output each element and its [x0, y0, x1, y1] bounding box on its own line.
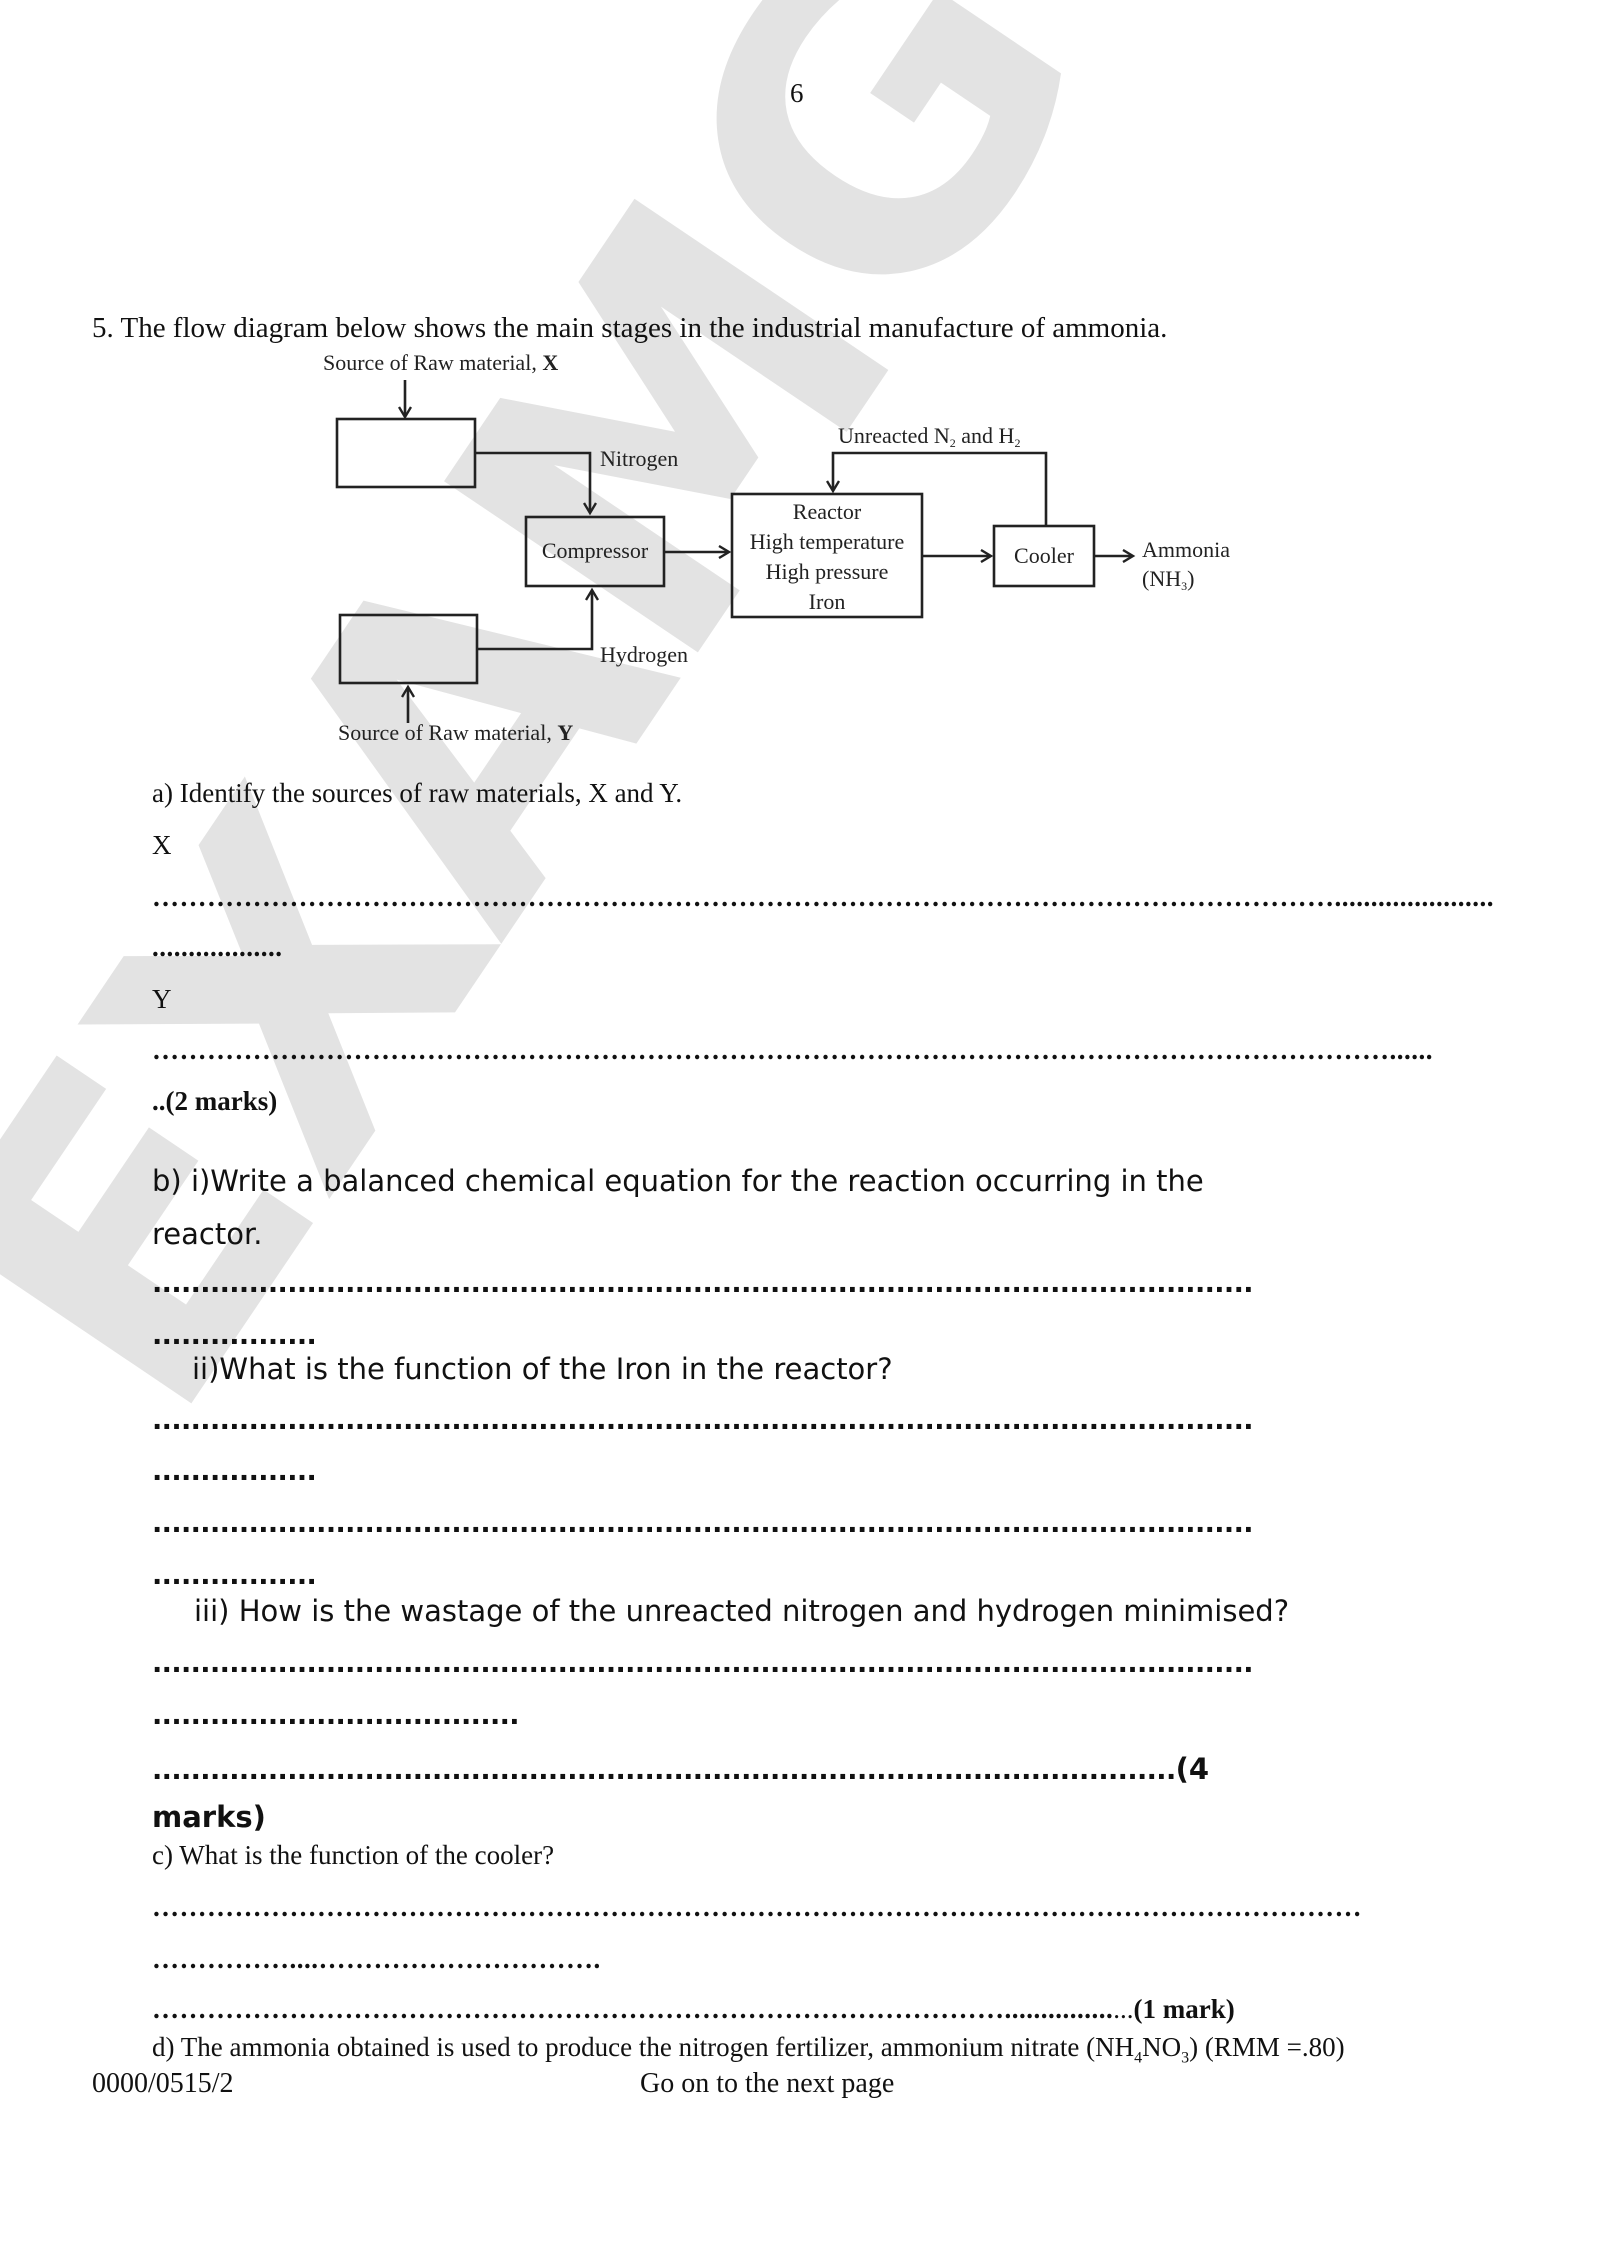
answer-line-c-3-tail: ...: [1113, 1994, 1134, 2024]
source-x-label: Source of Raw material, X: [323, 350, 558, 376]
answer-line-c-3-row: ………………………………………………………………………………….........…: [152, 1994, 1235, 2025]
source-x-letter: X: [542, 350, 559, 375]
part-a-x-label: X: [152, 830, 172, 860]
answer-line-x-1[interactable]: ……………………………………………………………………………………………………………: [152, 882, 1494, 912]
paper-code: 0000/0515/2: [92, 2068, 234, 2099]
part-b-q1-line-2: reactor.: [152, 1217, 263, 1251]
reactor-line-2: High temperature: [749, 529, 905, 554]
formula-open: (NH: [1142, 566, 1182, 591]
hydrogen-label: Hydrogen: [600, 642, 688, 667]
answer-line-b3-1[interactable]: ........................................…: [152, 1648, 1253, 1679]
part-a-prompt: a) Identify the sources of raw materials…: [152, 778, 683, 808]
answer-line-y-1[interactable]: ……………………………………………………………………………………………………………: [152, 1035, 1433, 1065]
answer-line-b1-2[interactable]: .................: [152, 1320, 317, 1351]
product-formula: (NH3): [1142, 566, 1194, 594]
part-c-prompt: c) What is the function of the cooler?: [152, 1840, 555, 1870]
answer-line-b2-1[interactable]: ........................................…: [152, 1405, 1253, 1436]
reactor-label: Reactor High temperature High pressure I…: [732, 497, 922, 617]
answer-line-b3-3[interactable]: ........................................…: [152, 1755, 1176, 1786]
recycle-label: Unreacted N2 and H2: [838, 423, 1020, 451]
nitrogen-label: Nitrogen: [600, 446, 679, 471]
part-b-q1-line-1: b) i)Write a balanced chemical equation …: [152, 1164, 1204, 1198]
question-intro: 5. The flow diagram below shows the main…: [92, 312, 1168, 344]
source-y-text: Source of Raw material,: [338, 720, 558, 745]
answer-line-c-1[interactable]: ……………………………………………………………………………………………………………: [152, 1892, 1362, 1922]
answer-line-x-2[interactable]: ..................: [152, 932, 283, 962]
formula-sub: 3: [1181, 579, 1188, 593]
part-c-marks: (1 mark): [1133, 1994, 1235, 2024]
part-d-sub-4: 4: [1134, 2049, 1143, 2067]
cooler-label: Cooler: [1014, 543, 1074, 568]
next-page-note: Go on to the next page: [640, 2068, 895, 2099]
part-b-marks-open: (4: [1175, 1752, 1210, 1786]
answer-line-c-3[interactable]: ………………………………………………………………………………….........…: [152, 1994, 1114, 2024]
reactor-line-1: Reactor: [792, 499, 862, 524]
part-d-text-end: ) (RMM =.80): [1189, 2032, 1345, 2062]
recycle-h-sub: 2: [1014, 436, 1021, 450]
flow-diagram-lines: [335, 380, 1260, 723]
page-number: 6: [790, 78, 804, 108]
answer-line-c-2[interactable]: ……………....………………………….: [152, 1944, 601, 1974]
part-d-text-mid: NO: [1142, 2032, 1182, 2062]
answer-line-b3-2[interactable]: ......................................: [152, 1700, 520, 1731]
answer-line-b2-4[interactable]: .................: [152, 1560, 317, 1591]
recycle-h-text: and H: [955, 423, 1015, 448]
recycle-n-text: Unreacted N: [838, 423, 950, 448]
answer-line-b3-3-row: ........................................…: [152, 1752, 1209, 1786]
answer-line-b2-2[interactable]: .................: [152, 1456, 317, 1487]
source-y-letter: Y: [557, 720, 574, 745]
flow-diagram: Source of Raw material, X Nitrogen Compr…: [300, 340, 1260, 760]
part-d-prompt: d) The ammonia obtained is used to produ…: [152, 2032, 1345, 2067]
part-b-marks-close: marks): [152, 1800, 266, 1834]
part-a-y-label: Y: [152, 984, 172, 1014]
reactor-line-4: Iron: [808, 589, 846, 614]
part-d-sub-3: 3: [1181, 2049, 1190, 2067]
compressor-label: Compressor: [541, 538, 649, 563]
answer-line-b1-1[interactable]: ........................................…: [152, 1268, 1253, 1299]
part-b-q2: ii)What is the function of the Iron in t…: [192, 1352, 893, 1386]
source-x-text: Source of Raw material,: [323, 350, 543, 375]
reactor-line-3: High pressure: [765, 559, 889, 584]
answer-line-b2-3[interactable]: ........................................…: [152, 1508, 1253, 1539]
part-a-marks: ..(2 marks): [152, 1086, 278, 1116]
product-label: Ammonia: [1142, 537, 1230, 562]
source-y-label: Source of Raw material, Y: [338, 720, 573, 746]
part-b-q3: iii) How is the wastage of the unreacted…: [194, 1594, 1290, 1628]
recycle-n-sub: 2: [949, 436, 956, 450]
part-d-text-start: d) The ammonia obtained is used to produ…: [152, 2032, 1135, 2062]
formula-close: ): [1187, 566, 1195, 591]
